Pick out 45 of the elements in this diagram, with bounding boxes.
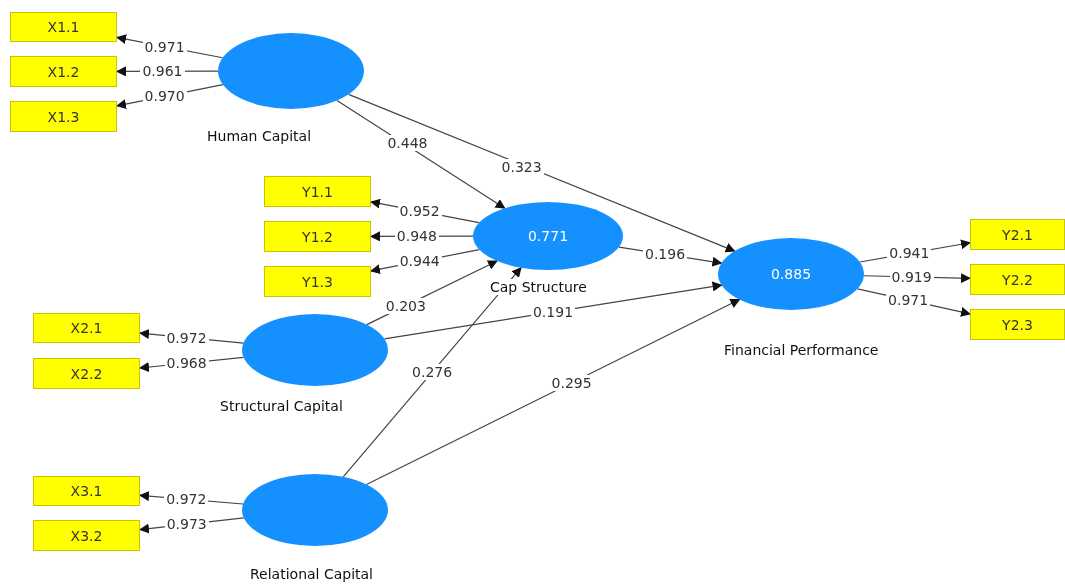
r-squared-value: 0.885 bbox=[770, 266, 812, 282]
indicator-name: Y2.1 bbox=[1002, 226, 1033, 243]
edge-label: 0.952 bbox=[397, 203, 442, 220]
indicator-name: Y1.2 bbox=[302, 228, 333, 245]
indicator-name: Y1.3 bbox=[302, 273, 333, 290]
edge-label: 0.191 bbox=[530, 304, 576, 320]
indicator-box bbox=[33, 313, 140, 343]
indicator-box bbox=[33, 358, 140, 389]
indicator-name: X2.2 bbox=[70, 365, 103, 382]
indicator-name: X3.2 bbox=[70, 527, 103, 544]
indicator-box bbox=[264, 266, 371, 297]
construct-name: Structural Capital bbox=[218, 398, 345, 414]
edge-label: 0.276 bbox=[410, 364, 455, 381]
indicator-name: Y1.1 bbox=[302, 183, 333, 200]
construct-name: Relational Capital bbox=[248, 566, 375, 582]
indicator-box bbox=[33, 476, 140, 506]
construct-name: Cap Structure bbox=[488, 279, 589, 295]
edge-label: 0.970 bbox=[142, 88, 187, 105]
indicator-box bbox=[264, 176, 371, 207]
edge-label: 0.323 bbox=[499, 158, 544, 175]
r-squared-value: 0.771 bbox=[527, 228, 569, 244]
path-arrow bbox=[365, 298, 741, 486]
indicator-box bbox=[10, 12, 117, 42]
indicator-name: X1.1 bbox=[47, 19, 80, 35]
edge-label: 0.971 bbox=[142, 38, 187, 55]
indicator-box bbox=[970, 264, 1065, 295]
edge-label: 0.203 bbox=[383, 297, 428, 314]
indicator-box bbox=[10, 101, 117, 132]
indicator-name: Y2.3 bbox=[1002, 316, 1033, 333]
indicator-box bbox=[10, 56, 117, 87]
edge-label: 0.448 bbox=[385, 135, 430, 151]
indicator-name: X2.1 bbox=[70, 320, 103, 336]
construct-name: Financial Performance bbox=[722, 342, 881, 358]
indicator-name: X3.1 bbox=[70, 483, 103, 499]
edge-label: 0.944 bbox=[397, 253, 442, 270]
indicator-name: X1.2 bbox=[47, 63, 80, 80]
edge-label: 0.295 bbox=[549, 374, 594, 391]
indicator-name: Y2.2 bbox=[1002, 271, 1033, 288]
path-arrow bbox=[347, 93, 736, 253]
indicator-box bbox=[970, 219, 1065, 250]
indicator-box bbox=[33, 520, 140, 551]
indicator-name: X1.3 bbox=[47, 108, 80, 125]
indicator-box bbox=[970, 309, 1065, 340]
edge-label: 0.971 bbox=[886, 292, 931, 309]
indicator-box bbox=[264, 221, 371, 252]
